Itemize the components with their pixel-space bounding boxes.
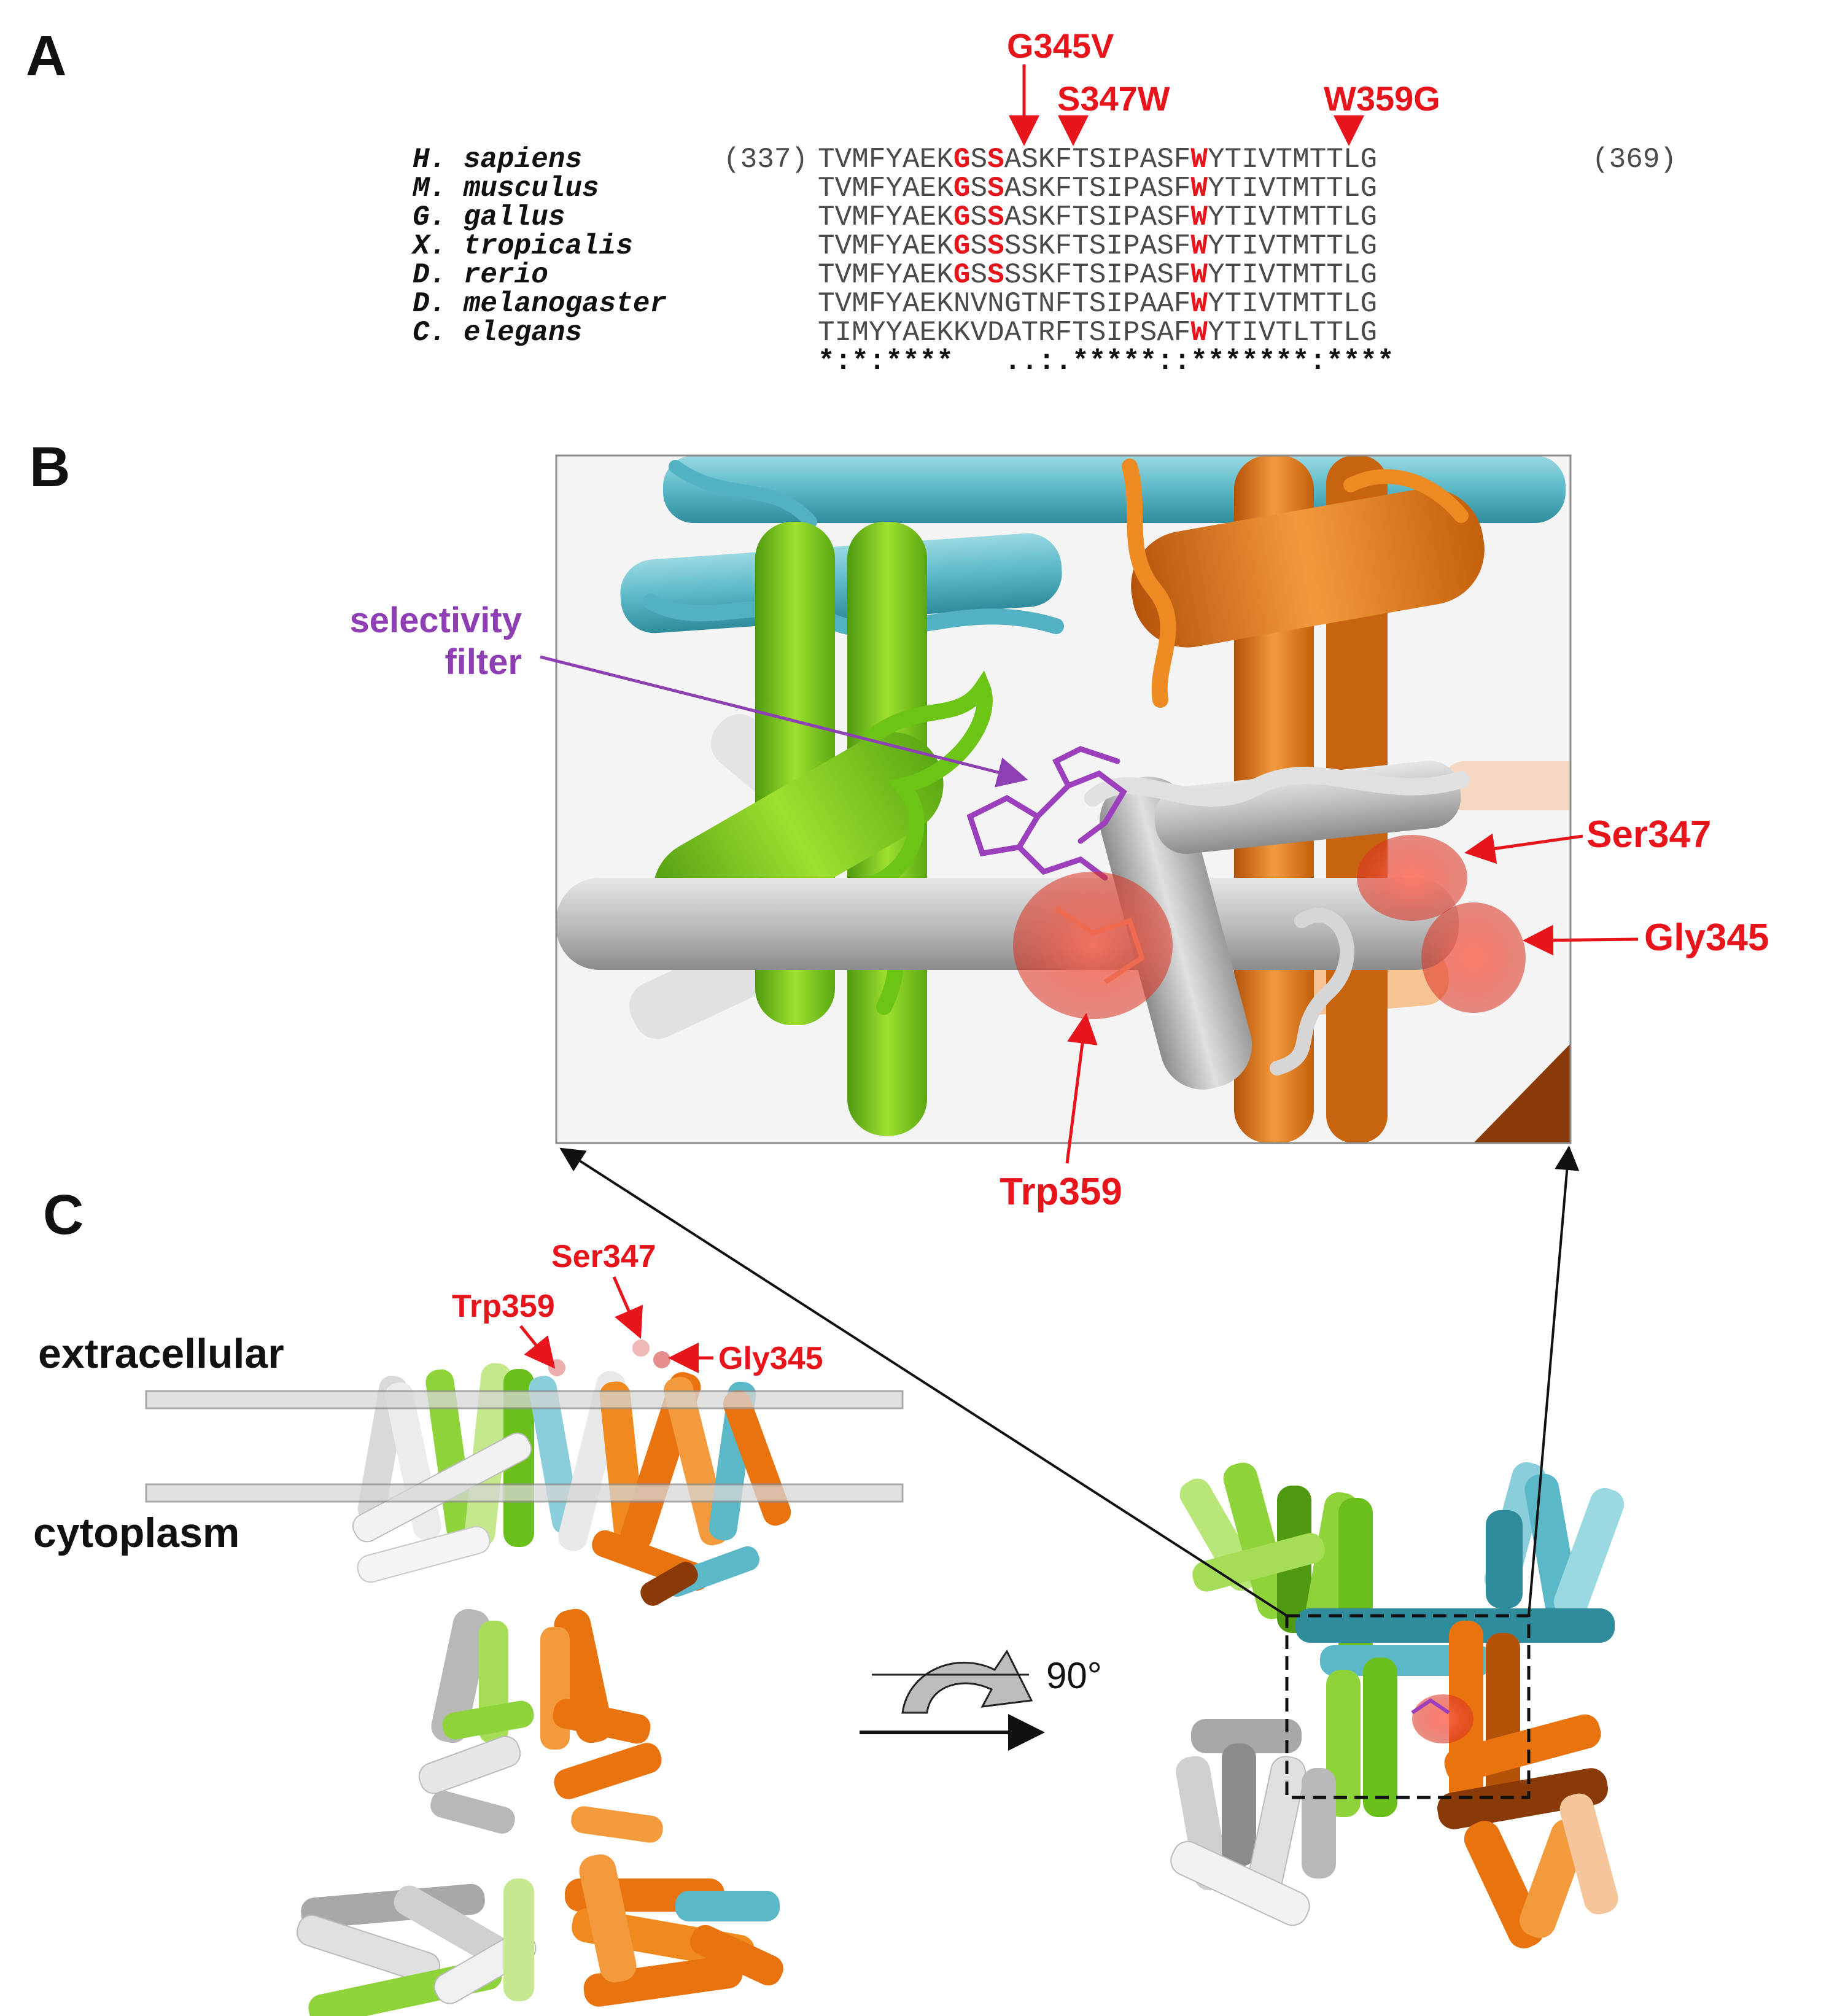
- membrane-upper-boundary: [145, 1390, 904, 1409]
- gly345-label: Gly345: [1644, 917, 1769, 959]
- side-ser347-arrow: [612, 1276, 643, 1339]
- species-name: H. sapiens: [413, 144, 582, 176]
- rotation-arrow-icon: [901, 1650, 1033, 1714]
- trp359-label: Trp359: [1000, 1171, 1122, 1213]
- panel-b: B: [29, 436, 1769, 1213]
- mutation-label-w359g: W359G: [1324, 79, 1440, 118]
- gly345-arrow: [1523, 925, 1639, 956]
- cytoplasm-label: cytoplasm: [33, 1510, 239, 1556]
- species-name: D. rerio: [413, 259, 548, 291]
- extracellular-label: extracellular: [38, 1330, 284, 1377]
- mutation-label-g345v: G345V: [1007, 26, 1114, 65]
- ser347-arrow: [1464, 833, 1583, 864]
- panel-c-letter: C: [43, 1184, 83, 1246]
- sequence-row: TVMFYAEKNVNGTNFTSIPAAFWYTIVTMTTLG: [818, 288, 1377, 320]
- species-name: M. musculus: [412, 173, 599, 204]
- side-gly345-label: Gly345: [718, 1341, 823, 1376]
- conservation-line: *:*:**** ..:.*****::*******:****: [818, 346, 1394, 378]
- sequence-row: TVMFYAEKGSSSSKFTSIPASFWYTIVTMTTLG: [818, 230, 1377, 262]
- sequence-row: TVMFYAEKGSSASKFTSIPASFWYTIVTMTTLG: [818, 173, 1377, 204]
- species-name: C. elegans: [413, 317, 582, 349]
- ser347-label: Ser347: [1586, 813, 1711, 856]
- side-trp359-arrow: [519, 1325, 556, 1369]
- panel-b-letter: B: [29, 436, 70, 498]
- side-ser347-label: Ser347: [551, 1239, 656, 1274]
- sequence-row: TIMYYAEKKVDATRFTSIPSAFWYTIVTLTTLG: [818, 317, 1377, 349]
- mutation-label-s347w: S347W: [1057, 79, 1170, 118]
- top-view-structure: [1170, 1462, 1625, 1948]
- sequence-start-position: (337): [723, 144, 808, 176]
- panel-a: A G345V S347W W359G (337) (369) H. sapie…: [26, 25, 1677, 378]
- zoom-connector-left: [559, 1147, 1288, 1617]
- selectivity-filter-label-line1: selectivity: [349, 600, 522, 640]
- sequence-row: TVMFYAEKGSSASKFTSIPASFWYTIVTMTTLG: [818, 144, 1377, 176]
- sequence-row: TVMFYAEKGSSSSKFTSIPASFWYTIVTMTTLG: [818, 259, 1377, 291]
- trp359-surface: [1013, 872, 1173, 1019]
- side-trp359-label: Trp359: [452, 1289, 555, 1324]
- sequence-row: TVMFYAEKGSSASKFTSIPASFWYTIVTMTTLG: [818, 201, 1377, 233]
- species-name: D. melanogaster: [413, 288, 667, 320]
- selectivity-filter-sticks: [966, 746, 1127, 881]
- species-name: X. tropicalis: [411, 230, 633, 262]
- trp359-arrow: [1065, 1013, 1098, 1164]
- panel-a-letter: A: [26, 25, 66, 87]
- membrane-lower-boundary: [145, 1483, 904, 1503]
- mutation-markers: G345V S347W W359G: [1007, 26, 1440, 146]
- gly345-surface: [1421, 902, 1526, 1013]
- selectivity-filter-label-line2: filter: [445, 642, 522, 682]
- sequence-end-position: (369): [1592, 144, 1677, 176]
- panel-c: C: [33, 1146, 1625, 2016]
- rotation-indicator: 90°: [860, 1650, 1102, 1751]
- species-name: G. gallus: [413, 201, 565, 233]
- zoom-connector-right: [1528, 1146, 1580, 1616]
- zoom-frame: [555, 454, 1572, 1144]
- zoom-region-box: [1285, 1614, 1531, 1799]
- ser347-surface: [1357, 835, 1467, 921]
- rotation-angle-label: 90°: [1046, 1655, 1102, 1696]
- zoomed-structure-view: [556, 456, 1571, 1143]
- side-view-structure: [296, 1339, 791, 2016]
- selectivity-filter-arrow: [540, 655, 1028, 788]
